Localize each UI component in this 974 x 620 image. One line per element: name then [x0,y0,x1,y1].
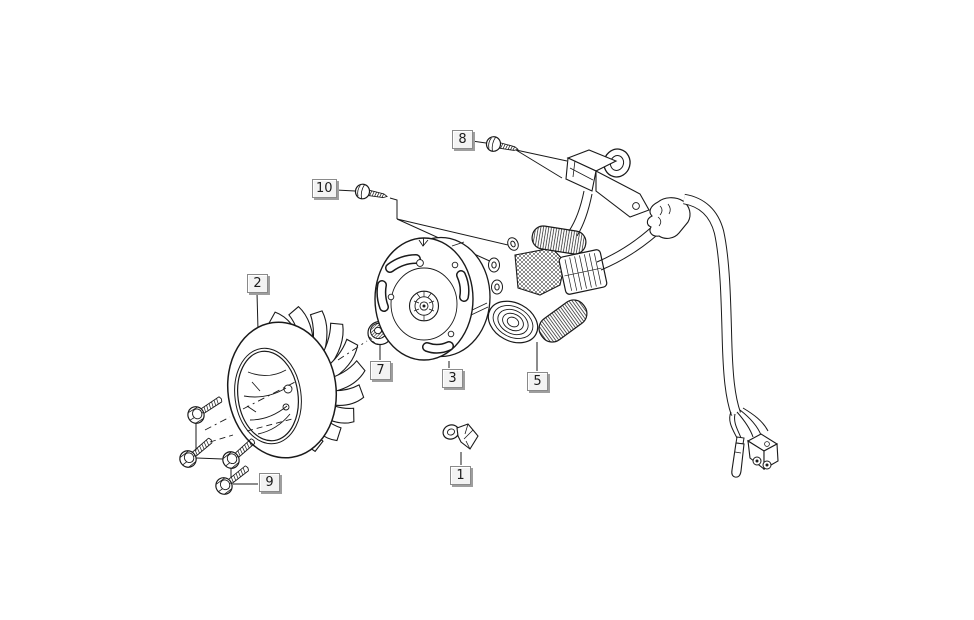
block-connector [746,433,779,471]
callout-pickup-screw[interactable]: 8 [452,130,473,149]
branch-wires [729,407,769,439]
pickup-coil-bracket [565,148,650,237]
rotor-holes [387,259,459,338]
callout-stator[interactable]: 5 [527,372,548,391]
fan-internal-vanes [243,369,293,435]
cable-clamp [442,423,479,450]
flywheel-rotor [374,236,491,361]
cable-grommet [646,197,691,239]
assembly-centerlines [204,322,402,443]
stator-assembly [487,225,608,344]
pickup-wire [568,190,593,237]
callout-clamp[interactable]: 1 [450,466,471,485]
stator-mounting-bosses [488,237,519,295]
stator-mounting-screw [353,182,390,205]
callout-rotor[interactable]: 3 [442,369,463,388]
bullet-connector [731,436,745,478]
callout-stator-screw[interactable]: 10 [312,179,337,198]
callout-fan[interactable]: 2 [247,274,268,293]
rotor-keyway-mark [418,238,429,247]
rotor-slots [376,254,470,354]
wiring-harness [596,193,779,478]
callout-nut[interactable]: 7 [370,361,391,380]
main-cable [682,193,741,416]
callout-fan-screws[interactable]: 9 [259,473,280,492]
cooling-fan-wheel [226,304,368,459]
pickup-coil-screw [484,134,521,158]
rotor-hub [408,290,440,322]
